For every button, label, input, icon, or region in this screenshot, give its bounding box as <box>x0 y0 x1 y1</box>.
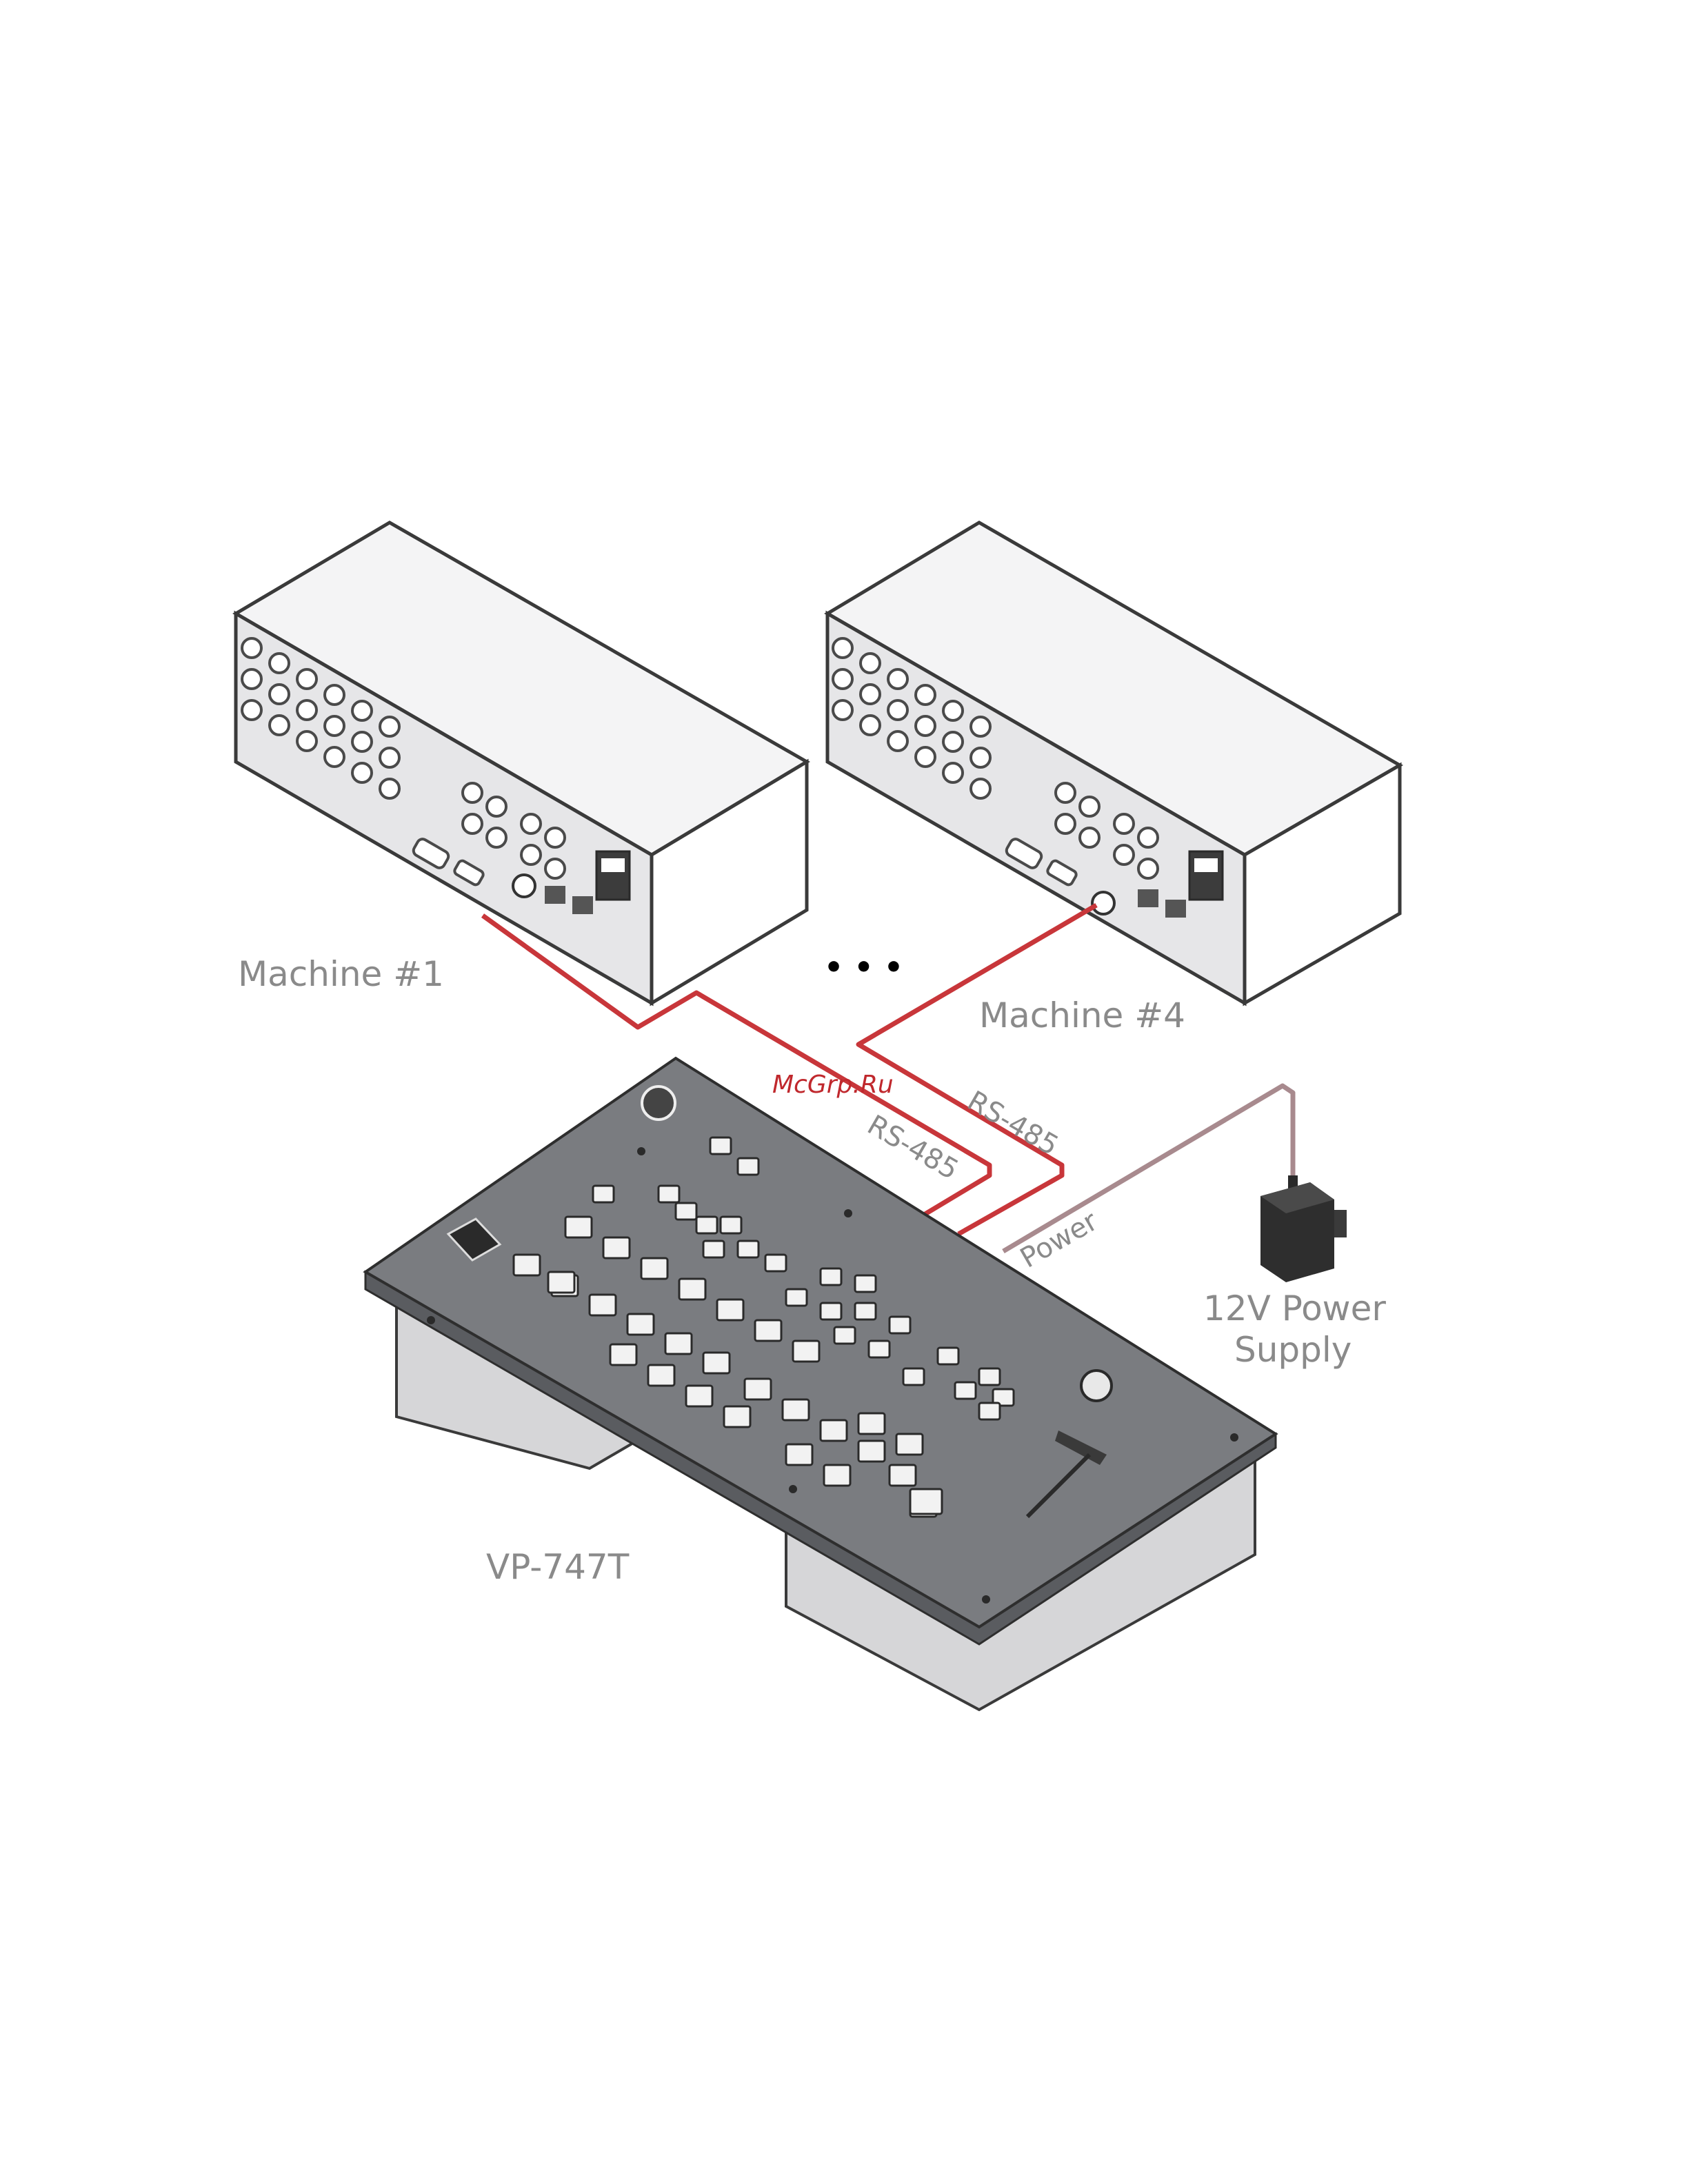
power-cable <box>1003 1086 1293 1251</box>
vp-747t-controller <box>365 1058 1276 1710</box>
machine-4-device <box>827 523 1400 1003</box>
controller-label: VP-747T <box>486 1547 630 1587</box>
power-supply-label-line1: 12V Power <box>1203 1288 1386 1328</box>
machine-4-label: Machine #4 <box>979 995 1185 1035</box>
watermark: McGrp.Ru <box>772 1071 894 1099</box>
power-supply-label-line2: Supply <box>1234 1330 1352 1370</box>
machine-1-label: Machine #1 <box>238 954 444 994</box>
rs485-label-b: RS-485 <box>962 1085 1064 1162</box>
machine-1-device <box>236 523 807 1003</box>
power-supply-icon <box>1260 1175 1347 1282</box>
ellipsis-label: • • • <box>824 950 903 985</box>
